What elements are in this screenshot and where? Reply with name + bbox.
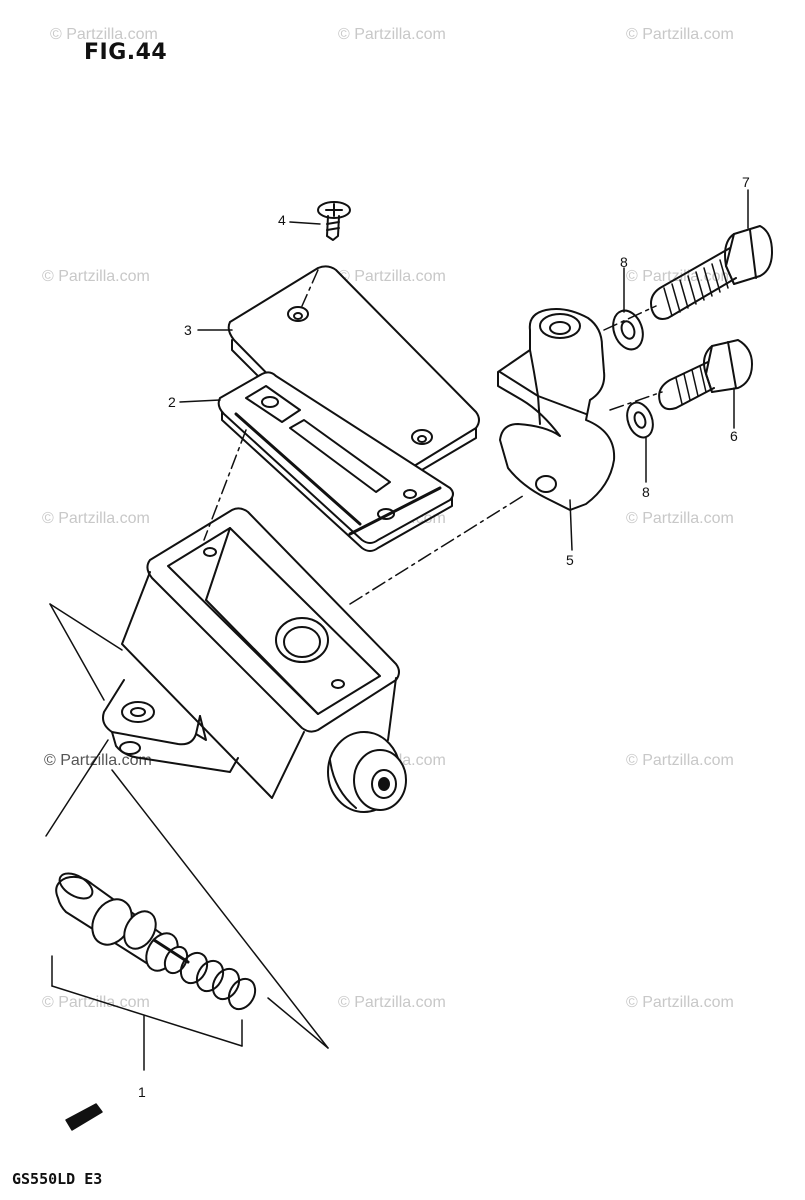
manufacturer-emblem [65, 1103, 103, 1131]
watermark: © Partzilla.com [42, 510, 150, 527]
model-code: GS550LD E3 [12, 1170, 103, 1188]
watermark: © Partzilla.com [42, 994, 150, 1011]
watermark: © Partzilla.com [626, 510, 734, 527]
watermark: © Partzilla.com [338, 268, 446, 285]
watermark: © Partzilla.com [626, 752, 734, 769]
watermark: © Partzilla.com [42, 268, 150, 285]
callout-3: 3 [184, 322, 192, 338]
leader-lines [179, 189, 749, 551]
callout-8-upper: 8 [620, 254, 628, 270]
callout-6: 6 [730, 428, 738, 444]
alignment-guides [203, 269, 663, 605]
watermark: © Partzilla.com [626, 26, 734, 43]
handlebar-clamp [497, 308, 616, 511]
piston-group-bracket [51, 955, 243, 1071]
watermark: © Partzilla.com [626, 994, 734, 1011]
callout-8-lower: 8 [642, 484, 650, 500]
washer-upper [612, 309, 644, 351]
piston-assembly [55, 872, 257, 1011]
watermark: © Partzilla.com [44, 752, 152, 769]
washer-lower [626, 401, 654, 439]
master-cylinder-body [102, 507, 407, 813]
watermark: © Partzilla.com [50, 26, 158, 43]
reservoir-diaphragm [217, 371, 454, 552]
clamp-bolt-long [650, 225, 773, 320]
callout-4: 4 [278, 212, 286, 228]
watermark: © Partzilla.com [338, 26, 446, 43]
cover-screw [317, 201, 351, 241]
assembly-guides [45, 603, 329, 1049]
callout-7: 7 [742, 174, 750, 190]
watermark: © Partzilla.com [338, 994, 446, 1011]
clamp-bolt-short [658, 339, 753, 411]
callout-1: 1 [138, 1084, 146, 1100]
figure-title: FIG.44 [84, 40, 168, 65]
callout-5: 5 [566, 552, 574, 568]
callout-2: 2 [168, 394, 176, 410]
